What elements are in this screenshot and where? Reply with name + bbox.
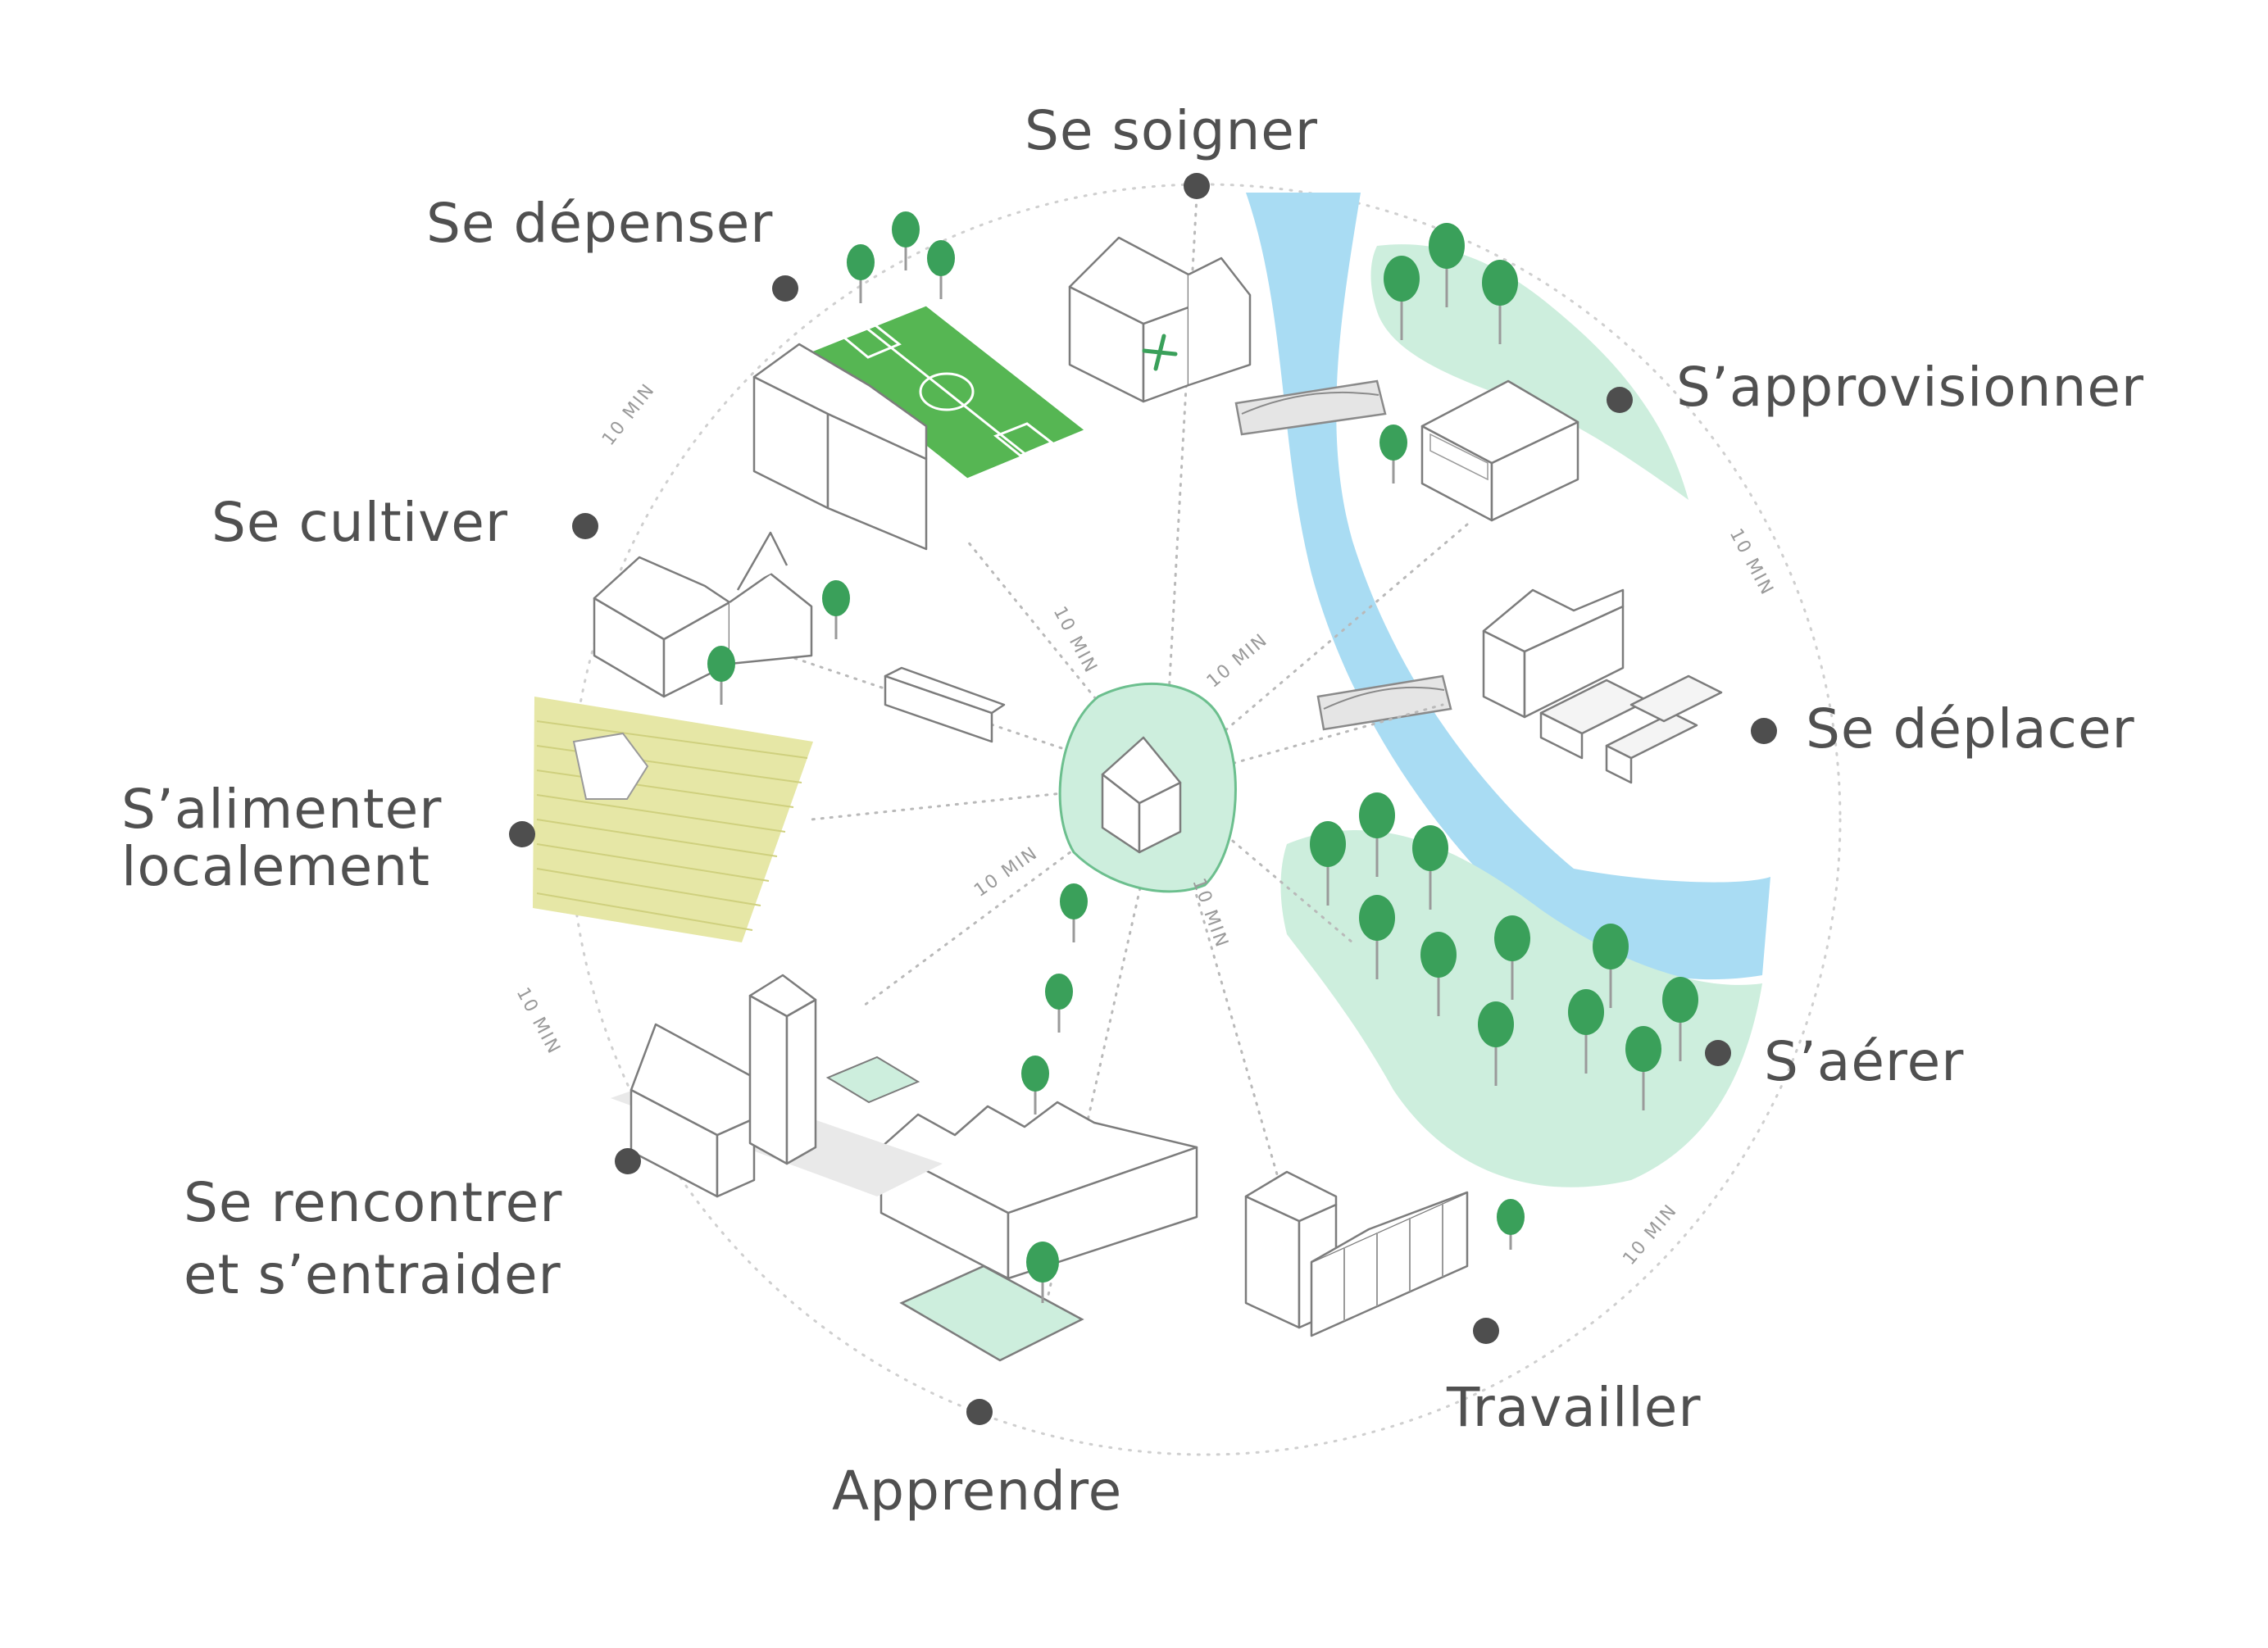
bridge-north [1234,379,1387,436]
bus-icon [884,666,1006,743]
station-buildings [1482,588,1723,784]
tree-icon [927,240,955,299]
tree-icon [1662,977,1698,1061]
label-apprendre: Apprendre [832,1460,1122,1523]
office-buildings [1244,1170,1469,1337]
tree-icon [1568,989,1604,1074]
tree-icon [1625,1026,1661,1110]
park-area [1280,829,1762,1187]
ring-label: 10 MIN [512,984,565,1058]
marker-dot [772,275,798,302]
tree-icon [1310,821,1346,906]
marker-dot [1751,718,1777,744]
tree-icon [1478,1001,1514,1086]
tree-icon [1379,424,1407,484]
green-area-north [1370,244,1689,500]
tree-icon [1420,932,1457,1016]
spoke-label: 10 MIN [1049,603,1102,677]
tree-icon [1060,883,1088,942]
spoke-label: 10 MIN [970,842,1042,901]
label-se-rencontrer-1: Se rencontrer [184,1171,562,1234]
tree-icon [892,211,920,270]
tree-icon [1494,915,1530,1000]
football-field [805,303,1089,481]
label-se-depenser: Se dépenser [426,192,773,255]
tree-icon [1429,223,1465,307]
ring-label: 10 MIN [598,379,659,449]
tree-icon [847,244,875,303]
label-se-soigner: Se soigner [1025,99,1318,162]
center-home [1058,682,1237,893]
marker-dot [1705,1040,1731,1066]
tree-icon [1497,1199,1525,1250]
library-building [593,531,813,698]
spoke-label: 10 MIN [1188,876,1232,951]
spoke-label: 10 MIN [1203,629,1272,692]
label-s-aerer: S’aérer [1764,1030,1964,1093]
tree-icon [1482,260,1518,344]
ring-label: 10 MIN [1725,525,1778,599]
tree-icon [1412,825,1448,910]
tree-icon [1384,256,1420,340]
medical-cross-icon [1142,334,1178,371]
tree-icon [1045,974,1073,1033]
label-se-rencontrer-2: et s’entraider [184,1243,561,1306]
tree-icon [822,580,850,639]
tree-icon [1593,924,1629,1008]
marker-dot [966,1399,993,1425]
bridge-south [1316,674,1452,731]
hospital-building [1068,236,1252,403]
tree-icon [1359,895,1395,979]
marker-dot [1607,387,1633,413]
marker-dot [509,821,535,847]
marker-dot [615,1148,641,1174]
ring-label: 10 MIN [1619,1201,1681,1269]
marker-dot [572,513,598,539]
marker-dot [1473,1318,1499,1344]
label-se-cultiver: Se cultiver [211,491,508,554]
label-travailler: Travailler [1446,1376,1701,1439]
tree-icon [707,646,735,705]
river [1246,193,1770,980]
marker-dot [1184,173,1210,199]
school-building [879,1101,1198,1362]
function-markers [509,173,1777,1425]
house-icon [1101,736,1182,854]
grocery-building [1420,379,1579,522]
tree-icon [1359,792,1395,877]
label-se-deplacer: Se déplacer [1806,697,2135,760]
label-s-approvisionner: S’approvisionner [1676,356,2144,419]
tree-icon [1021,1056,1049,1115]
church-building [611,974,943,1198]
sports-hall [752,343,928,551]
label-s-alimenter-1: S’alimenter [121,778,442,841]
farm-field [533,697,813,942]
label-s-alimenter-2: localement [121,835,430,898]
trees [707,211,1698,1303]
tree-icon [1026,1242,1059,1303]
